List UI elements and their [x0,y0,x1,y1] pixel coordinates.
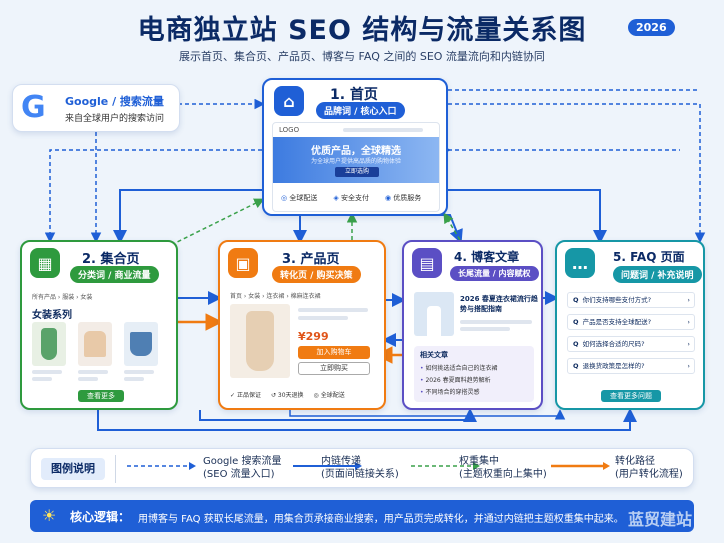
blog-tag: 长尾流量 / 内容赋权 [450,266,539,281]
add-to-cart-button[interactable]: 加入购物车 [298,346,370,359]
buy-now-button[interactable]: 立即购买 [298,362,370,375]
year-badge: 2026 [628,19,675,36]
home-logo: LOGO [279,126,300,134]
blog-title: 4. 博客文章 [454,250,520,264]
product-thumb-2[interactable] [78,322,112,366]
google-title: Google / 搜索流量 [65,95,164,108]
collection-more-button[interactable]: 查看更多 [78,390,124,402]
legend-item-label: 转化路径(用户转化流程) [615,456,683,480]
document-icon: ▤ [412,248,442,278]
globe-icon: ◎ [281,194,290,202]
page-subtitle: 展示首页、集合页、产品页、博客与 FAQ 之间的 SEO 流量流向和内链协同 [179,50,545,63]
globe-icon: ◎ [313,392,321,399]
google-card: G Google / 搜索流量 来自全球用户的搜索访问 [12,84,180,132]
faq-question[interactable]: Q 你们支持哪些支付方式?› [567,292,695,308]
home-features: ◎ 全球配送 ◈ 安全支付 ◉ 优质服务 [281,193,421,203]
chevron-right-icon: › [687,362,690,370]
legend-dashed-blue-line [127,462,196,470]
feature-shipping: ◎ 全球配送 [281,194,318,202]
faq-question[interactable]: Q 退换货政策是怎样的?› [567,358,695,374]
collection-title: 2. 集合页 [82,252,140,267]
related-item[interactable]: • 2026 春夏面料趋势解析 [420,377,491,384]
box-icon: ▣ [228,248,258,278]
related-item[interactable]: • 不同场合的穿搭灵感 [420,389,480,396]
hero-shop-button[interactable]: 立即选购 [335,167,379,177]
legend-item-label: 内链传递(页面间链接关系) [321,456,399,480]
home-hero: 优质产品，全球精选 为全球用户提供高品质的购物体验 立即选购 [273,137,439,183]
faq-more-button[interactable]: 查看更多问题 [601,390,661,402]
product-card: ▣ 3. 产品页 转化页 / 购买决策 首页 › 女装 › 连衣裙 › 棉麻连衣… [218,240,386,410]
home-title: 1. 首页 [330,87,378,103]
collection-card: ▦ 2. 集合页 分类词 / 商业流量 所有产品 › 服装 › 女装 女装系列 … [20,240,178,410]
google-logo-icon: G [21,90,46,125]
home-icon: ⌂ [274,86,304,116]
product-thumb-1[interactable] [32,322,66,366]
blog-cover-image[interactable] [414,292,454,336]
collection-breadcrumb: 所有产品 › 服装 › 女装 [32,294,93,301]
product-price: ¥299 [298,330,329,343]
faq-card: … 5. FAQ 页面 问题词 / 补充说明 Q 你们支持哪些支付方式?› Q … [555,240,705,410]
legend-item-label: 权重集中(主题权重向上集中) [459,456,547,480]
chevron-right-icon: › [687,296,690,304]
core-logic-text: 用博客与 FAQ 获取长尾流量，用集合页承接商业搜索，用产品页完成转化，并通过内… [138,514,624,525]
hero-title: 优质产品，全球精选 [311,146,401,157]
shield-icon: ◈ [333,194,341,202]
related-item[interactable]: • 如何挑选适合自己的连衣裙 [420,365,498,372]
related-articles: 相关文章 • 如何挑选适合自己的连衣裙 • 2026 春夏面料趋势解析 • 不同… [414,346,534,402]
lightbulb-icon: ☀ [42,506,57,525]
service-icon: ◉ [384,194,394,202]
product-title: 3. 产品页 [282,252,340,267]
chat-icon: … [565,248,595,278]
google-desc: 来自全球用户的搜索访问 [65,114,165,124]
home-tag: 品牌词 / 核心入口 [316,102,405,119]
legend-item-label: Google 搜索流量(SEO 流量入口) [203,456,282,480]
legend-orange-line [551,462,610,470]
core-logic-bar: ☀ 核心逻辑： 用博客与 FAQ 获取长尾流量，用集合页承接商业搜索，用产品页完… [30,500,694,532]
collection-heading: 女装系列 [32,310,72,321]
home-preview: LOGO 优质产品，全球精选 为全球用户提供高品质的购物体验 立即选购 ◎ 全球… [272,122,440,212]
legend-solid-blue-line [293,462,362,470]
product-tag: 转化页 / 购买决策 [272,266,361,283]
legend-title: 图例说明 [41,458,105,480]
home-card: ⌂ 1. 首页 品牌词 / 核心入口 LOGO 优质产品，全球精选 为全球用户提… [262,78,448,216]
related-title: 相关文章 [420,351,448,359]
grid-icon: ▦ [30,248,60,278]
legend: 图例说明 Google 搜索流量(SEO 流量入口) 内链传递(页面间链接关系)… [30,448,694,488]
product-breadcrumb: 首页 › 女装 › 连衣裙 › 棉麻连衣裙 [230,293,321,300]
chevron-right-icon: › [687,340,690,348]
faq-question[interactable]: Q 产品是否支持全球配送?› [567,314,695,330]
check-icon: ✓ [230,392,237,399]
hero-subtitle: 为全球用户提供高品质的购物体验 [310,158,401,165]
page-title: 电商独立站 SEO 结构与流量关系图 [137,15,587,46]
chevron-right-icon: › [687,318,690,326]
product-thumb-3[interactable] [124,322,158,366]
faq-title: 5. FAQ 页面 [613,250,685,264]
product-image[interactable] [230,304,290,378]
faq-question[interactable]: Q 如何选择合适的尺码?› [567,336,695,352]
core-logic-label: 核心逻辑： [70,510,131,524]
legend-dashed-green-line [411,462,480,470]
watermark: 蓝贸建站 [628,510,693,529]
collection-tag: 分类词 / 商业流量 [70,266,159,283]
blog-article-title[interactable]: 2026 春夏连衣裙流行趋势与搭配指南 [460,295,538,313]
product-badges: ✓ 正品保证 ↺ 30天退换 ◎ 全球配送 [230,392,345,399]
feature-service: ◉ 优质服务 [384,194,422,202]
feature-payment: ◈ 安全支付 [333,194,369,202]
blog-card: ▤ 4. 博客文章 长尾流量 / 内容赋权 2026 春夏连衣裙流行趋势与搭配指… [402,240,543,410]
return-icon: ↺ [270,392,278,399]
faq-tag: 问题词 / 补充说明 [613,266,702,283]
